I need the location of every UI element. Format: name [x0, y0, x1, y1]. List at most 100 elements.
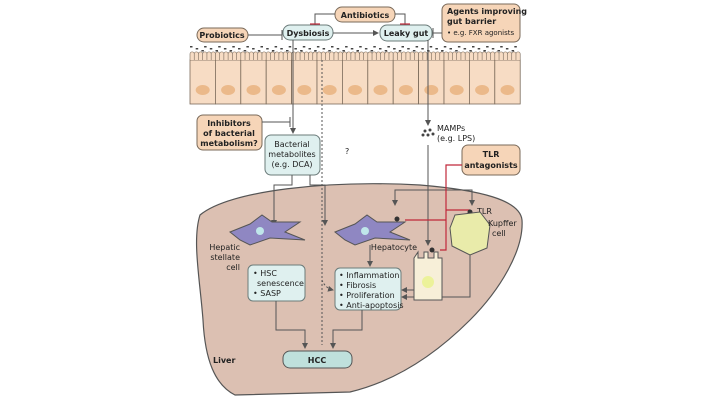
cell-nucleus — [221, 85, 236, 95]
bacteria-mark — [316, 46, 320, 48]
hcc-box — [282, 350, 353, 369]
metabolites-label: Bacterial — [274, 140, 309, 149]
bacteria-mark — [314, 50, 317, 52]
agents-label: gut barrier — [447, 17, 496, 26]
cell-nucleus — [271, 85, 286, 95]
bacteria-mark — [243, 50, 247, 52]
cell-nucleus — [475, 85, 490, 95]
epithelial-cell — [341, 59, 369, 105]
tlr-label: TLR — [476, 207, 492, 216]
bacteria-mark — [511, 50, 515, 52]
bacteria-mark — [271, 50, 275, 52]
epithelial-cell — [214, 59, 242, 105]
bacteria-mark — [387, 46, 390, 48]
effect-item: • Anti-apoptosis — [339, 301, 404, 310]
bacteria-mark — [204, 46, 207, 48]
probiotics-label: Probiotics — [199, 31, 245, 40]
bacteria-mark — [412, 50, 416, 52]
microvilli — [342, 51, 369, 60]
epithelial-cell — [189, 59, 216, 105]
epithelial-cell — [316, 59, 343, 105]
cell-nucleus — [373, 85, 388, 95]
kupffer-label: cell — [492, 229, 506, 238]
arrow — [330, 310, 363, 349]
effects-box — [334, 267, 402, 311]
microvilli — [291, 51, 318, 60]
arrow — [309, 175, 328, 226]
hsc-label: stellate — [210, 253, 240, 262]
effect-item: • Proliferation — [339, 291, 395, 300]
cell-nucleus — [348, 85, 363, 95]
hsc-label: cell — [226, 263, 240, 272]
bacteria-mark — [274, 46, 278, 48]
bacteria-mark — [218, 46, 221, 48]
bacteria-mark — [483, 50, 486, 52]
bacteria-mark — [373, 46, 376, 48]
bacteria-mark — [229, 50, 233, 52]
epithelial-cell — [468, 59, 496, 105]
hsc-box-text: • HSC — [253, 269, 277, 278]
microvilli — [469, 51, 496, 60]
bacteria-mark — [398, 50, 402, 52]
bacteria-mark — [457, 46, 461, 48]
cell-nucleus — [195, 85, 210, 95]
hsc-label: Hepatic — [209, 243, 240, 252]
arrow — [392, 145, 429, 206]
effect-item: • Inflammation — [339, 271, 399, 280]
bacteria-mark — [342, 50, 345, 52]
bacteria-mark — [257, 50, 261, 52]
bacteria-mark — [209, 48, 213, 50]
bacteria-mark — [266, 48, 269, 50]
cell-nucleus — [424, 85, 439, 95]
epithelial-cell — [265, 59, 293, 105]
epithelial-cell — [367, 59, 394, 105]
cell-nucleus — [449, 85, 464, 95]
bacteria-mark — [356, 50, 359, 52]
bacteria-mark — [280, 48, 283, 50]
inhibitors-label: Inhibitors — [207, 119, 251, 128]
bacteria-mark — [472, 46, 475, 48]
microvilli — [494, 51, 521, 60]
bacteria-mark — [401, 46, 404, 48]
bacteria-mark — [469, 50, 472, 52]
epithelial-cell — [392, 59, 420, 105]
connector — [395, 13, 406, 25]
bacteria-mark — [300, 50, 303, 52]
bacteria-mark — [364, 48, 368, 50]
microvilli — [189, 51, 216, 60]
bacteria-mark — [429, 46, 433, 48]
arrow — [275, 301, 308, 349]
epithelial-cell — [240, 59, 267, 105]
bacteria-mark — [463, 48, 467, 50]
hepatic-stellate-cell — [334, 214, 411, 246]
microvilli — [443, 51, 470, 60]
bacteria-mark — [223, 48, 227, 50]
microvilli — [367, 51, 394, 60]
bacteria-mark — [190, 46, 193, 48]
hcc-label: HCC — [308, 356, 327, 365]
bacteria-mark — [246, 46, 249, 48]
leaky-gut-box — [379, 24, 433, 42]
bacteria-mark — [336, 48, 340, 50]
arrow — [428, 189, 475, 206]
bacteria-mark — [449, 48, 452, 50]
microvilli — [265, 51, 292, 60]
bacteria-mark — [393, 48, 396, 50]
inhibitors-label: metabolism? — [200, 139, 258, 148]
gut-epithelium — [189, 46, 521, 105]
cell-nucleus — [297, 85, 312, 95]
bacteria-mark — [322, 48, 326, 50]
agents-box — [441, 3, 521, 43]
bacteria-mark — [350, 48, 354, 50]
bacteria-mark — [215, 50, 218, 52]
microvilli — [418, 51, 445, 60]
hsc-box-text: • SASP — [253, 289, 281, 298]
mamps-label: MAMPs — [437, 124, 465, 133]
bacteria-mark — [370, 50, 374, 52]
microvilli — [240, 51, 267, 60]
bacteria-mark — [421, 48, 424, 50]
cell-nucleus — [322, 85, 337, 95]
cell-nucleus — [398, 85, 413, 95]
microvilli — [392, 51, 419, 60]
